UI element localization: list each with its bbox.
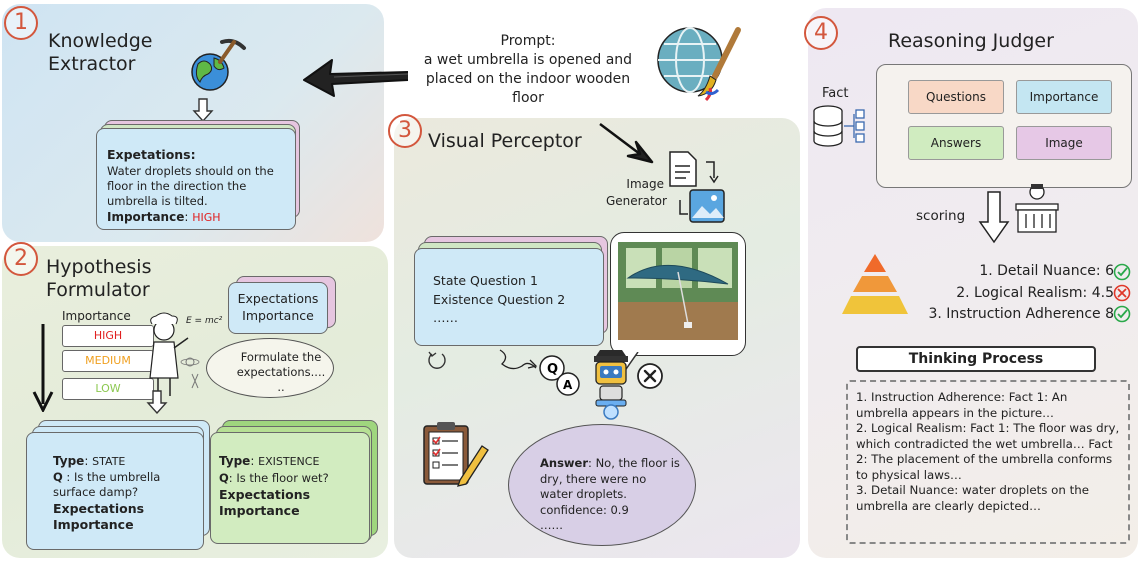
robot-icon — [594, 350, 628, 420]
card-a-q-label: Q — [53, 469, 63, 484]
reject-x-icon — [637, 363, 663, 389]
svg-text:A: A — [563, 378, 573, 392]
score-3: 3. Instruction Adherence 8 — [928, 306, 1115, 323]
box-questions: Questions — [908, 80, 1004, 114]
knowledge-extractor-title: Knowledge Extractor — [48, 30, 153, 75]
importance-heading: Importance — [62, 309, 131, 323]
level-high: HIGH — [62, 325, 154, 347]
card-b-type-value: EXISTENCE — [258, 455, 320, 468]
answer-label: Answer — [540, 456, 589, 470]
card-a-q-text: Is the umbrella surface damp? — [53, 469, 161, 499]
prompt-label: Prompt: — [500, 33, 556, 49]
score-2: 2. Logical Realism: 4.5 — [956, 284, 1114, 301]
scoring-arrow-icon — [978, 191, 1010, 244]
expectation-label: Expetations — [107, 147, 191, 162]
box-image: Image — [1016, 126, 1112, 160]
answer-block: Answer: No, the floor is dry, there were… — [540, 456, 682, 534]
question-list-card: State Question 1 Existence Question 2 …… — [414, 248, 604, 346]
thought-text: Formulate the expectations.... .. — [236, 350, 326, 394]
thinking-line-2: 2. Logical Realism: Fact 1: The floor wa… — [856, 421, 1120, 482]
confidence-text: confidence: 0.9 — [540, 502, 629, 517]
scoring-label: scoring — [916, 208, 966, 224]
expectation-text: Water droplets should on the floor in th… — [107, 163, 274, 208]
existence-question-card: Type: EXISTENCE Q: Is the floor wet? Exp… — [210, 432, 370, 544]
card-b-expectations: Expectations — [219, 486, 311, 502]
step-number-3: 3 — [388, 114, 422, 148]
expectation-importance-card: Expectations Importance — [228, 282, 328, 334]
card-a-type-value: STATE — [92, 455, 126, 468]
check-icon-2 — [1113, 305, 1131, 323]
answer-ellipsis: …… — [540, 518, 563, 533]
image-generator-icon — [669, 151, 725, 223]
down-arrow-2-icon — [146, 390, 168, 414]
perceptor-arrow-icon — [599, 123, 654, 164]
hypothesis-formulator-title: Hypothesis Formulator — [46, 256, 152, 301]
thinking-line-3: 3. Detail Nuance: water droplets on the … — [856, 483, 1089, 513]
check-icon-1 — [1113, 263, 1131, 281]
thinking-process-title: Thinking Process — [856, 346, 1096, 372]
card-b-importance: Importance — [219, 503, 300, 519]
formula-text: E = mc² — [186, 316, 223, 326]
expectation-card: Expetations: Water droplets should on th… — [96, 128, 296, 230]
thinking-process-box: 1. Instruction Adherence: Fact 1: An umb… — [846, 380, 1130, 544]
image-generator-label: Image Generator — [606, 177, 667, 208]
reasoning-judger-title: Reasoning Judger — [888, 30, 1054, 52]
card-b-q-text: Is the floor wet? — [236, 470, 329, 485]
card-b-type-label: Type — [219, 454, 251, 468]
card-a-importance: Importance — [53, 517, 134, 533]
question-ellipsis: …… — [433, 309, 458, 325]
level-low: LOW — [62, 378, 154, 400]
pyramid-icon — [842, 254, 908, 314]
svg-text:Q: Q — [547, 362, 558, 377]
prompt-text: a wet umbrella is opened and placed on t… — [423, 51, 633, 106]
down-arrow-icon — [192, 98, 214, 122]
level-medium: MEDIUM — [62, 350, 154, 372]
thought-bubble — [206, 338, 334, 398]
box-importance: Importance — [1016, 80, 1112, 114]
cross-icon — [1113, 284, 1131, 302]
step-number-2: 2 — [4, 242, 38, 276]
judge-icon — [1015, 184, 1059, 233]
descending-arrow-icon — [32, 324, 54, 412]
score-1: 1. Detail Nuance: 6 — [979, 263, 1114, 279]
state-question-card: Type: STATE Q : Is the umbrella surface … — [26, 432, 204, 550]
qa-icon: Q A — [499, 349, 580, 396]
card-a-expectations: Expectations — [53, 500, 145, 516]
step-number-1: 1 — [4, 6, 38, 40]
prompt-block: Prompt: a wet umbrella is opened and pla… — [410, 32, 646, 108]
prompt-arrow-icon — [303, 59, 409, 97]
answer-cloud — [508, 424, 696, 546]
fact-label: Fact — [822, 86, 849, 101]
answer-text: No, the floor is dry, there were no wate… — [540, 456, 680, 502]
box-answers: Answers — [908, 126, 1004, 160]
checklist-icon — [423, 422, 489, 487]
card-b-q-label: Q — [219, 470, 229, 485]
globe-brush-icon — [657, 27, 741, 102]
step-number-4: 4 — [804, 16, 838, 50]
card-a-type-label: Type — [53, 454, 85, 468]
generated-umbrella-image — [618, 242, 738, 340]
database-icon — [813, 105, 865, 147]
question-1: State Question 1 — [433, 273, 538, 288]
visual-perceptor-title: Visual Perceptor — [428, 130, 582, 152]
scores-list: 1. Detail Nuance: 6 2. Logical Realism: … — [906, 261, 1142, 326]
globe-pickaxe-icon — [191, 38, 246, 91]
importance-label: Importance — [107, 209, 185, 224]
refresh-icon — [428, 351, 446, 369]
importance-value: HIGH — [192, 210, 221, 224]
scientist-icon — [149, 312, 200, 396]
question-2: Existence Question 2 — [433, 292, 566, 307]
thinking-line-1: 1. Instruction Adherence: Fact 1: An umb… — [856, 390, 1068, 420]
